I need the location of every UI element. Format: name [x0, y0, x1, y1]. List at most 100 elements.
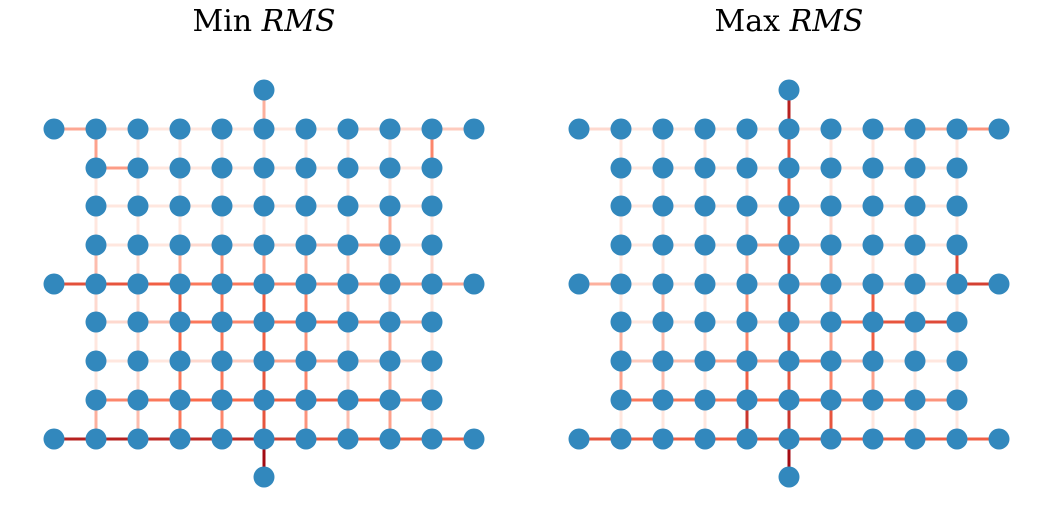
- graph-node: [211, 389, 233, 411]
- graph-node: [85, 273, 107, 295]
- graph-node: [946, 428, 968, 450]
- graph-node: [862, 234, 884, 256]
- graph-node: [862, 389, 884, 411]
- graph-node: [736, 311, 758, 333]
- graph-node: [904, 350, 926, 372]
- graph-node: [127, 234, 149, 256]
- graph-node: [946, 273, 968, 295]
- graph-node: [778, 350, 800, 372]
- graph-node: [253, 273, 275, 295]
- graph-node: [127, 118, 149, 140]
- graph-node: [169, 273, 191, 295]
- graph-node: [652, 350, 674, 372]
- title-variable: RMS: [789, 4, 864, 39]
- graph-node: [127, 195, 149, 217]
- graph-node: [736, 273, 758, 295]
- graph-node: [85, 428, 107, 450]
- graph-node: [946, 350, 968, 372]
- graph-node: [379, 118, 401, 140]
- graph-node: [778, 157, 800, 179]
- graph-node: [295, 118, 317, 140]
- graph-node: [610, 195, 632, 217]
- graph-node: [127, 273, 149, 295]
- graph-node: [778, 118, 800, 140]
- graph-node: [379, 350, 401, 372]
- graph-node: [988, 118, 1010, 140]
- graph-node: [211, 234, 233, 256]
- graph-node: [253, 234, 275, 256]
- graph-node: [295, 157, 317, 179]
- graph-node: [820, 350, 842, 372]
- graph-node: [85, 311, 107, 333]
- graph-node: [610, 118, 632, 140]
- graph-node: [85, 389, 107, 411]
- graph-node: [904, 157, 926, 179]
- graph-node: [169, 389, 191, 411]
- graph-node: [778, 428, 800, 450]
- graph-node: [253, 118, 275, 140]
- graph-node: [211, 428, 233, 450]
- graph-node: [295, 195, 317, 217]
- graph-node: [904, 311, 926, 333]
- graph-node: [820, 234, 842, 256]
- graph-node: [211, 350, 233, 372]
- graph-node: [421, 389, 443, 411]
- graph-node: [379, 273, 401, 295]
- graph-node: [127, 311, 149, 333]
- graph-node: [337, 389, 359, 411]
- graph-node: [820, 118, 842, 140]
- panel-title-min-rms: Min RMS: [114, 4, 414, 39]
- graph-node: [85, 157, 107, 179]
- graph-node: [337, 350, 359, 372]
- graph-node: [253, 157, 275, 179]
- graph-node: [610, 273, 632, 295]
- graph-panel-min-rms: [43, 79, 485, 488]
- graph-node: [295, 389, 317, 411]
- graph-node: [988, 273, 1010, 295]
- graph-node: [946, 389, 968, 411]
- graph-node: [988, 428, 1010, 450]
- graph-node: [169, 195, 191, 217]
- graph-node: [43, 118, 65, 140]
- graph-node: [694, 118, 716, 140]
- graph-node: [337, 118, 359, 140]
- graph-node: [610, 157, 632, 179]
- graph-node: [736, 234, 758, 256]
- graph-node: [946, 234, 968, 256]
- graph-node: [694, 195, 716, 217]
- graph-node: [904, 389, 926, 411]
- graph-node: [694, 428, 716, 450]
- graph-node: [694, 311, 716, 333]
- graph-node: [169, 118, 191, 140]
- graph-node: [862, 350, 884, 372]
- graph-node: [862, 195, 884, 217]
- graph-node: [337, 273, 359, 295]
- graph-node: [337, 195, 359, 217]
- graph-node: [904, 428, 926, 450]
- graph-node: [421, 157, 443, 179]
- graph-node: [694, 389, 716, 411]
- graph-node: [694, 350, 716, 372]
- graph-node: [736, 118, 758, 140]
- graph-node: [820, 195, 842, 217]
- graph-node: [337, 428, 359, 450]
- graph-node: [862, 311, 884, 333]
- graph-node: [211, 118, 233, 140]
- graph-node: [736, 428, 758, 450]
- graph-node: [421, 234, 443, 256]
- graph-node: [820, 311, 842, 333]
- graph-node: [862, 428, 884, 450]
- graph-node: [253, 428, 275, 450]
- graph-node: [421, 118, 443, 140]
- graph-node: [379, 428, 401, 450]
- graph-node: [295, 234, 317, 256]
- graph-node: [568, 428, 590, 450]
- graph-node: [463, 428, 485, 450]
- graph-node: [862, 273, 884, 295]
- graph-node: [652, 273, 674, 295]
- graph-node: [652, 118, 674, 140]
- graph-node: [421, 350, 443, 372]
- graph-node: [778, 195, 800, 217]
- graph-node: [253, 79, 275, 101]
